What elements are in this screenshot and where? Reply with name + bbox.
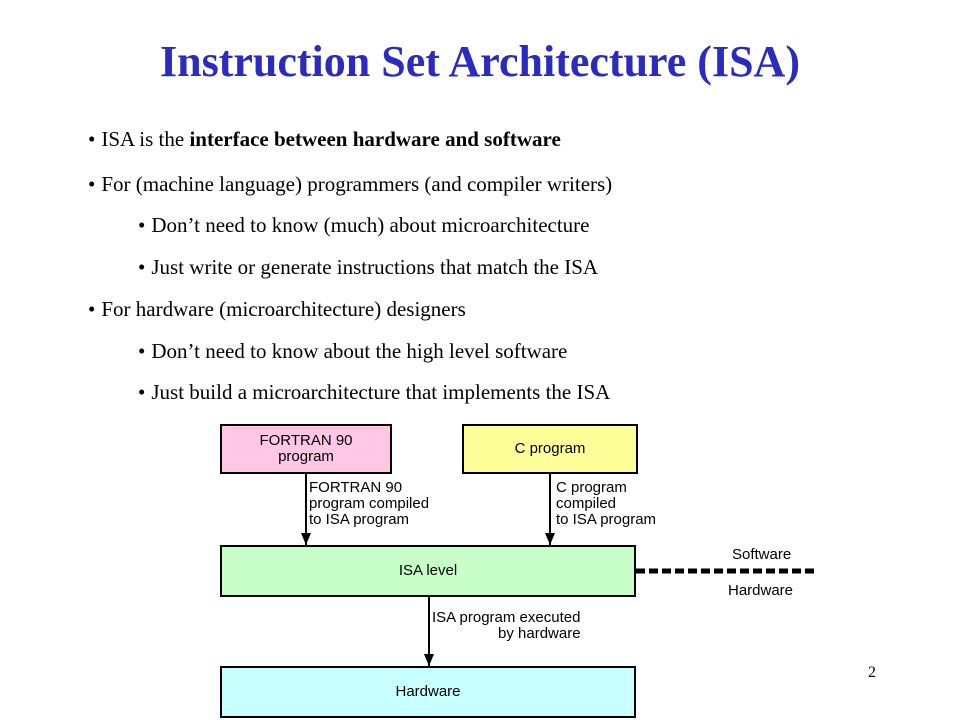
hardware-box-label: Hardware (395, 683, 461, 700)
bullet-bold-text: interface between hardware and software (189, 127, 561, 151)
bullet-dot: • (138, 213, 146, 237)
sub-bullet-item: •Don’t need to know (much) about microar… (138, 213, 590, 238)
isa-box-label: ISA level (398, 562, 458, 579)
bullet-dot: • (88, 172, 96, 196)
bullet-text: ISA is the (101, 127, 190, 151)
bullet-text: Just build a microarchitecture that impl… (151, 380, 611, 404)
hardware-box: Hardware (220, 666, 636, 718)
bullet-dot: • (138, 380, 146, 404)
label-line: to ISA program (309, 511, 410, 528)
label-line: ISA program executed (432, 609, 581, 626)
isa-arrowhead (424, 654, 434, 666)
bullet-item: •For hardware (microarchitecture) design… (88, 297, 466, 322)
bullet-text: Don’t need to know about the high level … (151, 339, 568, 363)
bullet-text: Just write or generate instructions that… (151, 255, 599, 279)
software-label: Software (732, 546, 792, 563)
sub-bullet-item: •Just build a microarchitecture that imp… (138, 380, 610, 405)
bullet-dot: • (138, 255, 146, 279)
c-arrow-label: C program compiled to ISA program (556, 480, 656, 528)
c-arrowhead (545, 533, 555, 545)
slide-title: Instruction Set Architecture (ISA) (160, 37, 800, 86)
c-program-box: C program (462, 424, 638, 474)
page-number: 2 (868, 664, 876, 681)
isa-level-box: ISA level (220, 545, 636, 597)
bullet-text: For (machine language) programmers (and … (101, 172, 613, 196)
label-line: FORTRAN 90 (309, 479, 403, 496)
label-line: to ISA program (556, 511, 657, 528)
sub-bullet-item: •Don’t need to know about the high level… (138, 339, 567, 364)
label-line: C program (556, 479, 627, 496)
bullet-item: •ISA is the interface between hardware a… (88, 127, 561, 152)
fortran-arrow-label: FORTRAN 90 program compiled to ISA progr… (309, 480, 429, 528)
bullet-dot: • (88, 297, 96, 321)
fortran-arrowhead (301, 533, 311, 545)
isa-arrow-label: ISA program executed by hardware (432, 610, 581, 642)
c-box-label: C program (514, 440, 586, 457)
label-line: by hardware (498, 625, 581, 642)
fortran-box-line2: program (278, 448, 334, 465)
bullet-text: For hardware (microarchitecture) designe… (101, 297, 466, 321)
bullet-text: Don’t need to know (much) about microarc… (151, 213, 590, 237)
label-line: program compiled (309, 495, 430, 512)
bullet-dot: • (88, 127, 96, 151)
sub-bullet-item: •Just write or generate instructions tha… (138, 255, 598, 280)
hardware-label: Hardware (728, 582, 794, 599)
bullet-dot: • (138, 339, 146, 363)
fortran-program-box: FORTRAN 90 program (220, 424, 392, 474)
bullet-item: •For (machine language) programmers (and… (88, 172, 612, 197)
fortran-box-line1: FORTRAN 90 (259, 432, 353, 449)
label-line: compiled (556, 495, 617, 512)
